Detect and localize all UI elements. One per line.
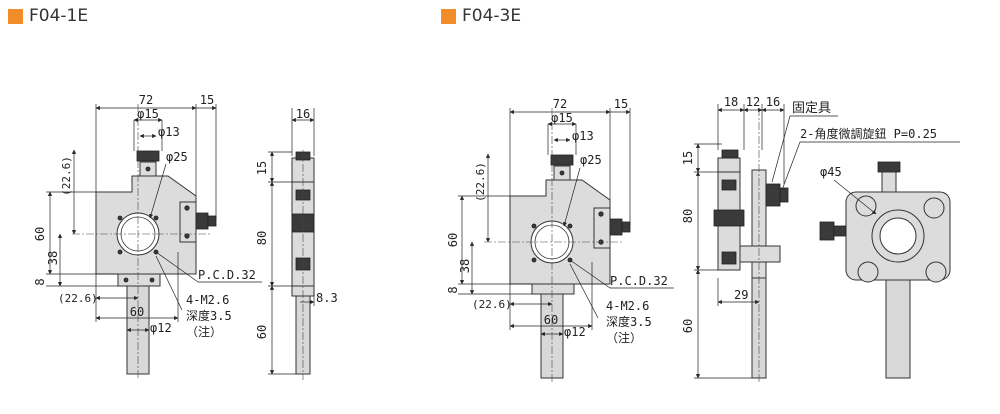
left-side-dim-8-3: 8.3 xyxy=(316,291,338,305)
left-title-marker xyxy=(8,8,23,24)
rear-post xyxy=(885,279,911,379)
right-fixture-label: 固定具 xyxy=(792,101,831,116)
left-screw-hole-2 xyxy=(153,215,159,221)
left-dim-phi15: φ15 xyxy=(137,107,159,121)
left-front-view: 72 15 φ15 φ13 φ25 (22.6) 60 38 xyxy=(33,93,262,380)
right-side-dim-12: 12 xyxy=(746,95,760,109)
left-screw-note-2: 深度3.5 xyxy=(186,308,232,323)
left-dim-22-6-horizontal: (22.6) xyxy=(58,292,98,305)
right-side-view: 18 12 16 固定具 2-角度微調旋鈕 P=0.25 15 80 60 xyxy=(681,95,960,384)
left-screw-hole-3 xyxy=(117,249,123,255)
right-dim-15: 15 xyxy=(614,97,628,111)
rear-top-stem xyxy=(881,171,897,193)
right-side-dim-18: 18 xyxy=(724,95,738,109)
right-side-knob-tip xyxy=(621,221,631,233)
right-dim-38: 38 xyxy=(458,259,472,273)
left-side-view: 16 15 80 60 8.3 xyxy=(255,107,338,380)
left-side-screw-2 xyxy=(184,233,190,239)
left-clamp-screw-2 xyxy=(149,277,155,283)
right-side-screw-1 xyxy=(598,211,604,217)
right-title: F04-3E xyxy=(441,6,521,26)
left-top-screw xyxy=(145,166,151,172)
left-dim-72: 72 xyxy=(139,93,153,107)
right-side-knob xyxy=(609,218,623,236)
left-top-knob xyxy=(136,150,160,162)
left-side-dim-15: 15 xyxy=(255,161,269,175)
right-top-screw xyxy=(559,170,565,176)
left-side-knob xyxy=(195,212,209,230)
right-side-dim-29: 29 xyxy=(734,288,748,302)
left-side-dim-16: 16 xyxy=(296,107,310,121)
right-title-text: F04-3E xyxy=(462,6,522,26)
left-pcd-label: P.C.D.32 xyxy=(198,268,256,282)
rear-dim-phi45: φ45 xyxy=(820,165,842,179)
left-dim-15: 15 xyxy=(200,93,214,107)
right-side-fixture xyxy=(765,183,781,207)
right-dim-phi15: φ15 xyxy=(551,111,573,125)
right-screw-note-1: 4-M2.6 xyxy=(606,299,649,313)
rear-side-knob-stem xyxy=(833,225,847,237)
right-side-dim-80: 80 xyxy=(681,209,695,223)
right-side-knob-view xyxy=(713,209,745,227)
left-dim-60: 60 xyxy=(33,227,47,241)
rear-top-knob xyxy=(877,161,901,173)
right-knob-note: 2-角度微調旋鈕 P=0.25 xyxy=(800,126,937,141)
left-dim-38: 38 xyxy=(46,251,60,265)
left-dim-phi13: φ13 xyxy=(158,125,180,139)
right-dim-phi12: φ12 xyxy=(564,325,586,339)
right-side-top-block xyxy=(717,157,741,173)
right-screw-hole-2 xyxy=(567,223,573,229)
rear-side-knob xyxy=(819,221,835,241)
left-side-screw-1 xyxy=(184,205,190,211)
left-screw-note-3: （注） xyxy=(186,324,222,339)
left-clamp-screw-1 xyxy=(123,277,129,283)
right-dim-22-6-horizontal: (22.6) xyxy=(472,298,512,311)
left-dim-8: 8 xyxy=(33,278,47,285)
right-rear-view: φ45 xyxy=(819,161,951,379)
right-side-dim-16: 16 xyxy=(766,95,780,109)
right-side-dim-15: 15 xyxy=(681,151,695,165)
right-bottom-clamp xyxy=(531,283,575,295)
left-dim-phi25: φ25 xyxy=(166,150,188,164)
right-side-dim-60: 60 xyxy=(681,319,695,333)
right-title-marker xyxy=(441,8,456,24)
right-dim-phi25: φ25 xyxy=(580,153,602,167)
right-screw-note-3: （注） xyxy=(606,330,642,345)
right-dim-72: 72 xyxy=(553,97,567,111)
right-front-view: 72 15 φ15 φ13 φ25 (22.6) 60 38 8 (22.6) xyxy=(446,97,674,382)
left-title-text: F04-1E xyxy=(29,6,89,26)
left-side-knob-tip xyxy=(207,215,217,227)
right-screw-hole-1 xyxy=(531,223,537,229)
right-side-adjuster xyxy=(739,245,781,263)
left-side-dim-80: 80 xyxy=(255,231,269,245)
right-dim-60-bottom: 60 xyxy=(544,313,558,327)
right-side-top-knob xyxy=(721,149,739,159)
right-dim-60: 60 xyxy=(446,233,460,247)
left-dim-60-bottom: 60 xyxy=(130,305,144,319)
right-side-fixture-tip xyxy=(779,187,789,203)
right-dim-22-6-vertical: (22.6) xyxy=(474,162,487,202)
left-screw-hole-1 xyxy=(117,215,123,221)
left-dim-phi12: φ12 xyxy=(150,321,172,335)
right-side-detail-2 xyxy=(721,251,737,265)
rear-corner-3 xyxy=(857,261,879,283)
left-title: F04-1E xyxy=(8,6,88,26)
rear-corner-4 xyxy=(925,261,947,283)
left-side-dim-60: 60 xyxy=(255,325,269,339)
rear-aperture xyxy=(879,217,917,255)
left-dim-22-6-vertical: (22.6) xyxy=(60,156,73,196)
left-screw-note-1: 4-M2.6 xyxy=(186,293,229,307)
right-top-knob xyxy=(550,154,574,166)
right-side-detail-1 xyxy=(721,179,737,191)
rear-corner-2 xyxy=(923,197,945,219)
right-dim-phi13: φ13 xyxy=(572,129,594,143)
right-screw-note-2: 深度3.5 xyxy=(606,314,652,329)
right-dim-8: 8 xyxy=(446,286,460,293)
right-screw-hole-3 xyxy=(531,257,537,263)
right-pcd-label: P.C.D.32 xyxy=(610,274,668,288)
